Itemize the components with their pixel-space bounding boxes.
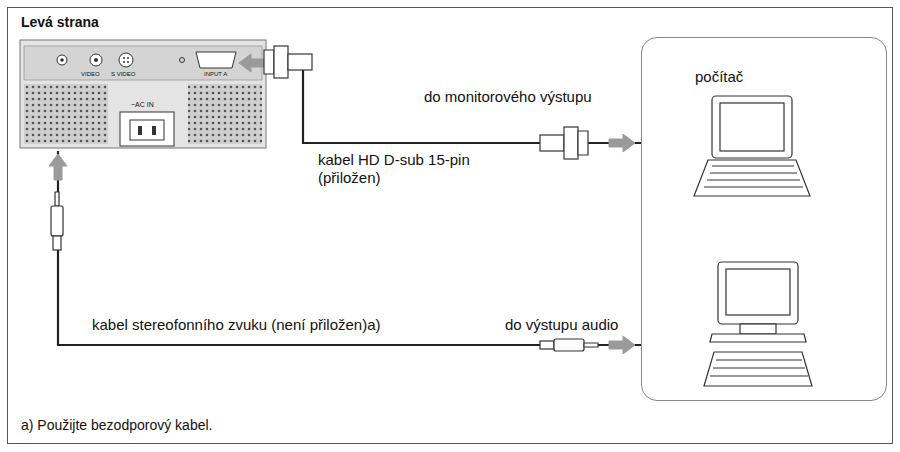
arrow-head bbox=[609, 336, 635, 354]
port-label: INPUT A bbox=[204, 71, 227, 78]
projector-panel: VIDEO S VIDEO INPUT A ~AC IN bbox=[21, 41, 267, 151]
arrow-head bbox=[49, 154, 67, 180]
connection-note: do výstupu audio bbox=[505, 316, 618, 334]
projector-panel bbox=[20, 40, 266, 148]
connection-note: do monitorového výstupu bbox=[424, 88, 592, 106]
audio-plug bbox=[51, 192, 63, 250]
arrow-head bbox=[239, 54, 265, 72]
cable-line bbox=[58, 151, 641, 345]
cable-line bbox=[267, 63, 641, 143]
cable-connector bbox=[49, 151, 641, 354]
port-label: ~AC IN bbox=[131, 101, 154, 109]
footnote: a) Použijte bezodporový kabel. bbox=[21, 417, 212, 434]
port-label: VIDEO bbox=[81, 71, 100, 78]
outer-frame: Levá strana a) Použijte bezodporový kabel… bbox=[7, 7, 893, 444]
desktop-computer bbox=[704, 262, 812, 386]
audio-plug bbox=[540, 339, 598, 351]
panel-title: Levá strana bbox=[21, 14, 99, 31]
group-label: počítač bbox=[695, 68, 743, 86]
dsub-plug bbox=[264, 46, 312, 78]
cable-label: kabel HD D-sub 15-pin (přiložen) bbox=[318, 151, 493, 187]
port-label: S VIDEO bbox=[111, 71, 135, 78]
laptop-computer bbox=[694, 96, 810, 196]
cable-connector bbox=[239, 54, 641, 152]
computer-group: počítač bbox=[641, 37, 887, 401]
dsub-plug bbox=[540, 127, 588, 159]
cable-label: kabel stereofonního zvuku (není přiložen… bbox=[92, 316, 381, 334]
arrow-head bbox=[609, 134, 635, 152]
